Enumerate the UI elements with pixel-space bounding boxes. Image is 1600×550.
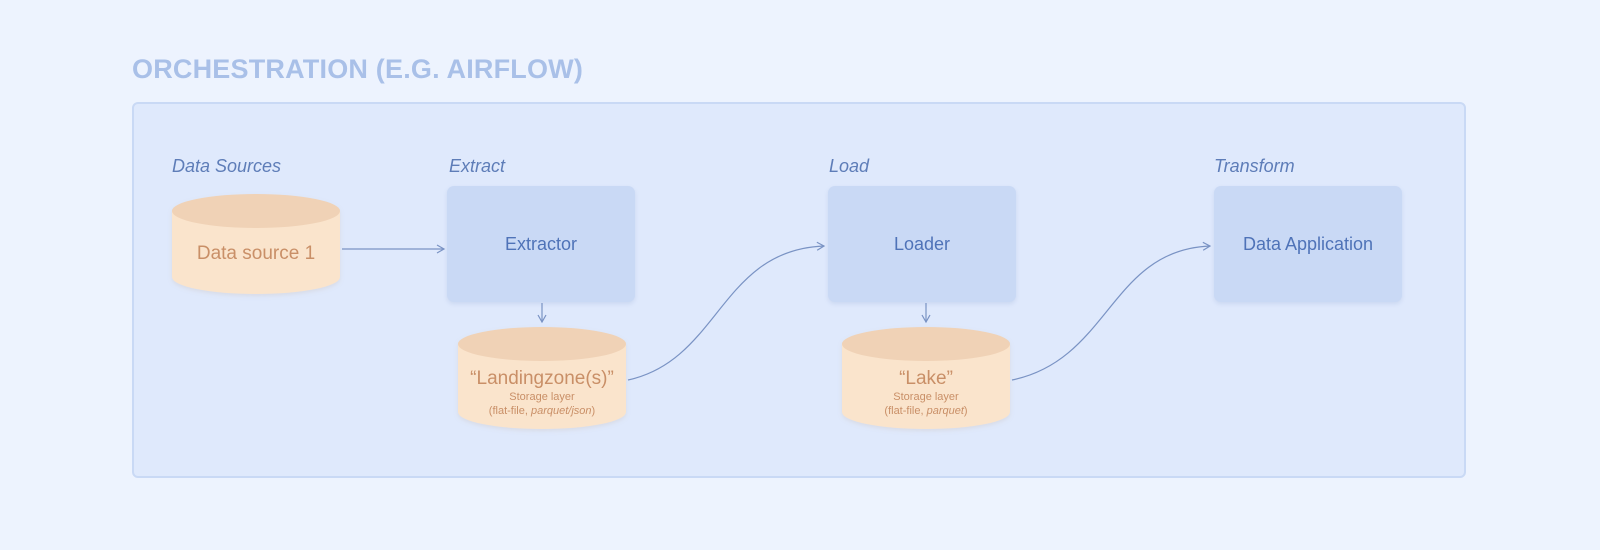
landingzone-text: “Landingzone(s)” Storage layer (flat-fil… [458,368,626,418]
stage-label-transform: Transform [1214,156,1295,176]
lake-detail-format: parquet [926,405,964,417]
landingzone-detail: (flat-file, parquet/json) [458,404,626,418]
data-application-box: Data Application [1214,186,1402,302]
landingzone-subtitle: Storage layer [509,391,575,403]
loader-label: Loader [893,233,951,254]
data-source-cylinder [172,194,340,294]
lake-text: “Lake” Storage layer (flat-file, parquet… [842,368,1010,418]
data-source-label: Data source 1 [196,243,316,264]
stage-label-data-sources: Data Sources [172,156,282,176]
landingzone-detail-suffix: ) [591,405,596,417]
lake-label: “Lake” [899,368,953,389]
stage-label-extract: Extract [449,156,506,176]
data-source-text: Data source 1 [172,243,340,265]
arrow-lake-to-application [1011,241,1212,381]
data-application-label: Data Application [1242,233,1374,254]
lake-detail-prefix: (flat-file, [884,405,927,417]
landingzone-label: “Landingzone(s)” [470,368,614,389]
extractor-label: Extractor [504,233,578,254]
lake-detail: (flat-file, parquet) [842,404,1010,418]
lake-cylinder [842,327,1010,429]
lake-detail-suffix: ) [963,405,968,417]
diagram-title: ORCHESTRATION (E.G. AIRFLOW) [132,54,584,84]
stage-label-load: Load [829,156,870,176]
extractor-box: Extractor [447,186,635,302]
arrow-landingzone-to-loader [627,241,826,381]
lake-subtitle: Storage layer [893,391,959,403]
landingzone-detail-format: parquet/json [530,405,592,417]
loader-box: Loader [828,186,1016,302]
landingzone-cylinder [458,327,626,429]
landingzone-detail-prefix: (flat-file, [488,405,531,417]
